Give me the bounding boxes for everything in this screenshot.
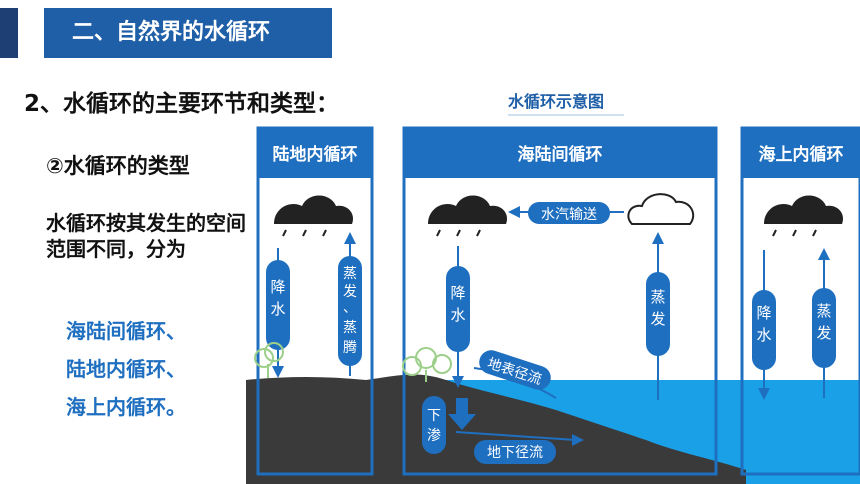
panel-maritime-header bbox=[742, 128, 860, 178]
header-title: 二、自然界的水循环 bbox=[44, 8, 332, 58]
tree-icon bbox=[254, 342, 284, 378]
maritime-precip-arrowhead bbox=[758, 388, 770, 400]
inland-precip-arrowhead bbox=[272, 366, 284, 378]
inland-evap-label-4: 蒸 bbox=[343, 320, 357, 336]
infiltration-pill bbox=[422, 396, 446, 454]
surface-runoff-pill bbox=[479, 350, 551, 390]
infiltration-label-2: 渗 bbox=[427, 428, 441, 444]
tree-icon bbox=[402, 347, 452, 382]
maritime-evap-label-1: 蒸 bbox=[816, 302, 831, 320]
water-cycle-diagram: 水循环示意图 陆地内循环 海陆间循环 海上内循环 降 水 bbox=[246, 80, 860, 484]
underground-runoff-pill bbox=[474, 440, 556, 464]
panel-sea-land-title: 海陆间循环 bbox=[518, 144, 603, 165]
maritime-precip-label-1: 降 bbox=[756, 304, 771, 322]
cloud-icon bbox=[627, 193, 695, 225]
maritime-evap-pill bbox=[812, 288, 836, 368]
maritime-precip-pill bbox=[752, 290, 776, 370]
cloud-rain-icon bbox=[428, 195, 508, 237]
cycle-list: 海陆间循环、 陆地内循环、 海上内循环。 bbox=[66, 312, 186, 426]
sealand-evap-label-2: 发 bbox=[650, 310, 665, 328]
vapor-transport-arrowhead bbox=[508, 206, 520, 218]
cloud-rain-icon bbox=[274, 195, 354, 237]
inland-precip-pill bbox=[266, 260, 290, 350]
inland-precip-label-1: 降 bbox=[270, 278, 285, 296]
panel-inland-title: 陆地内循环 bbox=[273, 144, 358, 165]
vapor-transport-label: 水汽输送 bbox=[541, 207, 597, 223]
header-accent bbox=[0, 8, 18, 58]
sealand-evap-pill bbox=[646, 272, 670, 356]
inland-evap-label-2: 发 bbox=[343, 284, 357, 300]
sealand-evap-label-1: 蒸 bbox=[650, 288, 665, 306]
maritime-evap-label-2: 发 bbox=[816, 324, 831, 342]
infiltration-arrow bbox=[448, 398, 476, 430]
cycle-item-inland: 陆地内循环、 bbox=[66, 357, 186, 381]
diagram-title-underline bbox=[508, 114, 624, 116]
sealand-precip-label-1: 降 bbox=[450, 284, 465, 302]
panel-inland-header bbox=[258, 128, 372, 178]
inland-precip-label-2: 水 bbox=[270, 300, 285, 318]
infiltration-label-1: 下 bbox=[427, 408, 441, 424]
underground-runoff-label: 地下径流 bbox=[487, 445, 543, 461]
cycle-item-sea-land: 海陆间循环、 bbox=[66, 319, 186, 343]
panel-maritime-title: 海上内循环 bbox=[759, 144, 844, 165]
panel-sea-land-header bbox=[404, 128, 716, 178]
underground-runoff-arrow bbox=[455, 431, 577, 441]
cycle-item-maritime: 海上内循环。 bbox=[66, 395, 186, 419]
vapor-transport-pill bbox=[528, 202, 610, 224]
inland-evap-label-5: 腾 bbox=[343, 339, 357, 356]
diagram-svg: 陆地内循环 海陆间循环 海上内循环 降 水 蒸 发 、 蒸 腾 bbox=[246, 126, 860, 484]
cloud-rain-icon bbox=[764, 195, 844, 237]
section-title: 2、水循环的主要环节和类型： bbox=[24, 91, 340, 117]
sealand-precip-pill bbox=[446, 266, 470, 352]
underground-runoff-arrowhead bbox=[572, 434, 584, 446]
header-bar: 二、自然界的水循环 bbox=[0, 8, 332, 58]
description: 水循环按其发生的空间范围不同，分为 bbox=[46, 211, 246, 261]
inland-evap-label-1: 蒸 bbox=[343, 266, 357, 282]
maritime-evap-arrowhead bbox=[818, 248, 830, 260]
sealand-precip-label-2: 水 bbox=[450, 306, 465, 324]
sealand-evap-arrowhead bbox=[652, 232, 664, 244]
inland-evap-arrowhead bbox=[344, 232, 356, 244]
subtitle: ②水循环的类型 bbox=[46, 154, 190, 178]
inland-evap-pill bbox=[338, 256, 362, 366]
diagram-title: 水循环示意图 bbox=[508, 92, 605, 111]
inland-evap-label-3: 、 bbox=[343, 300, 357, 316]
sealand-precip-arrowhead bbox=[452, 376, 464, 388]
maritime-precip-label-2: 水 bbox=[756, 326, 771, 344]
